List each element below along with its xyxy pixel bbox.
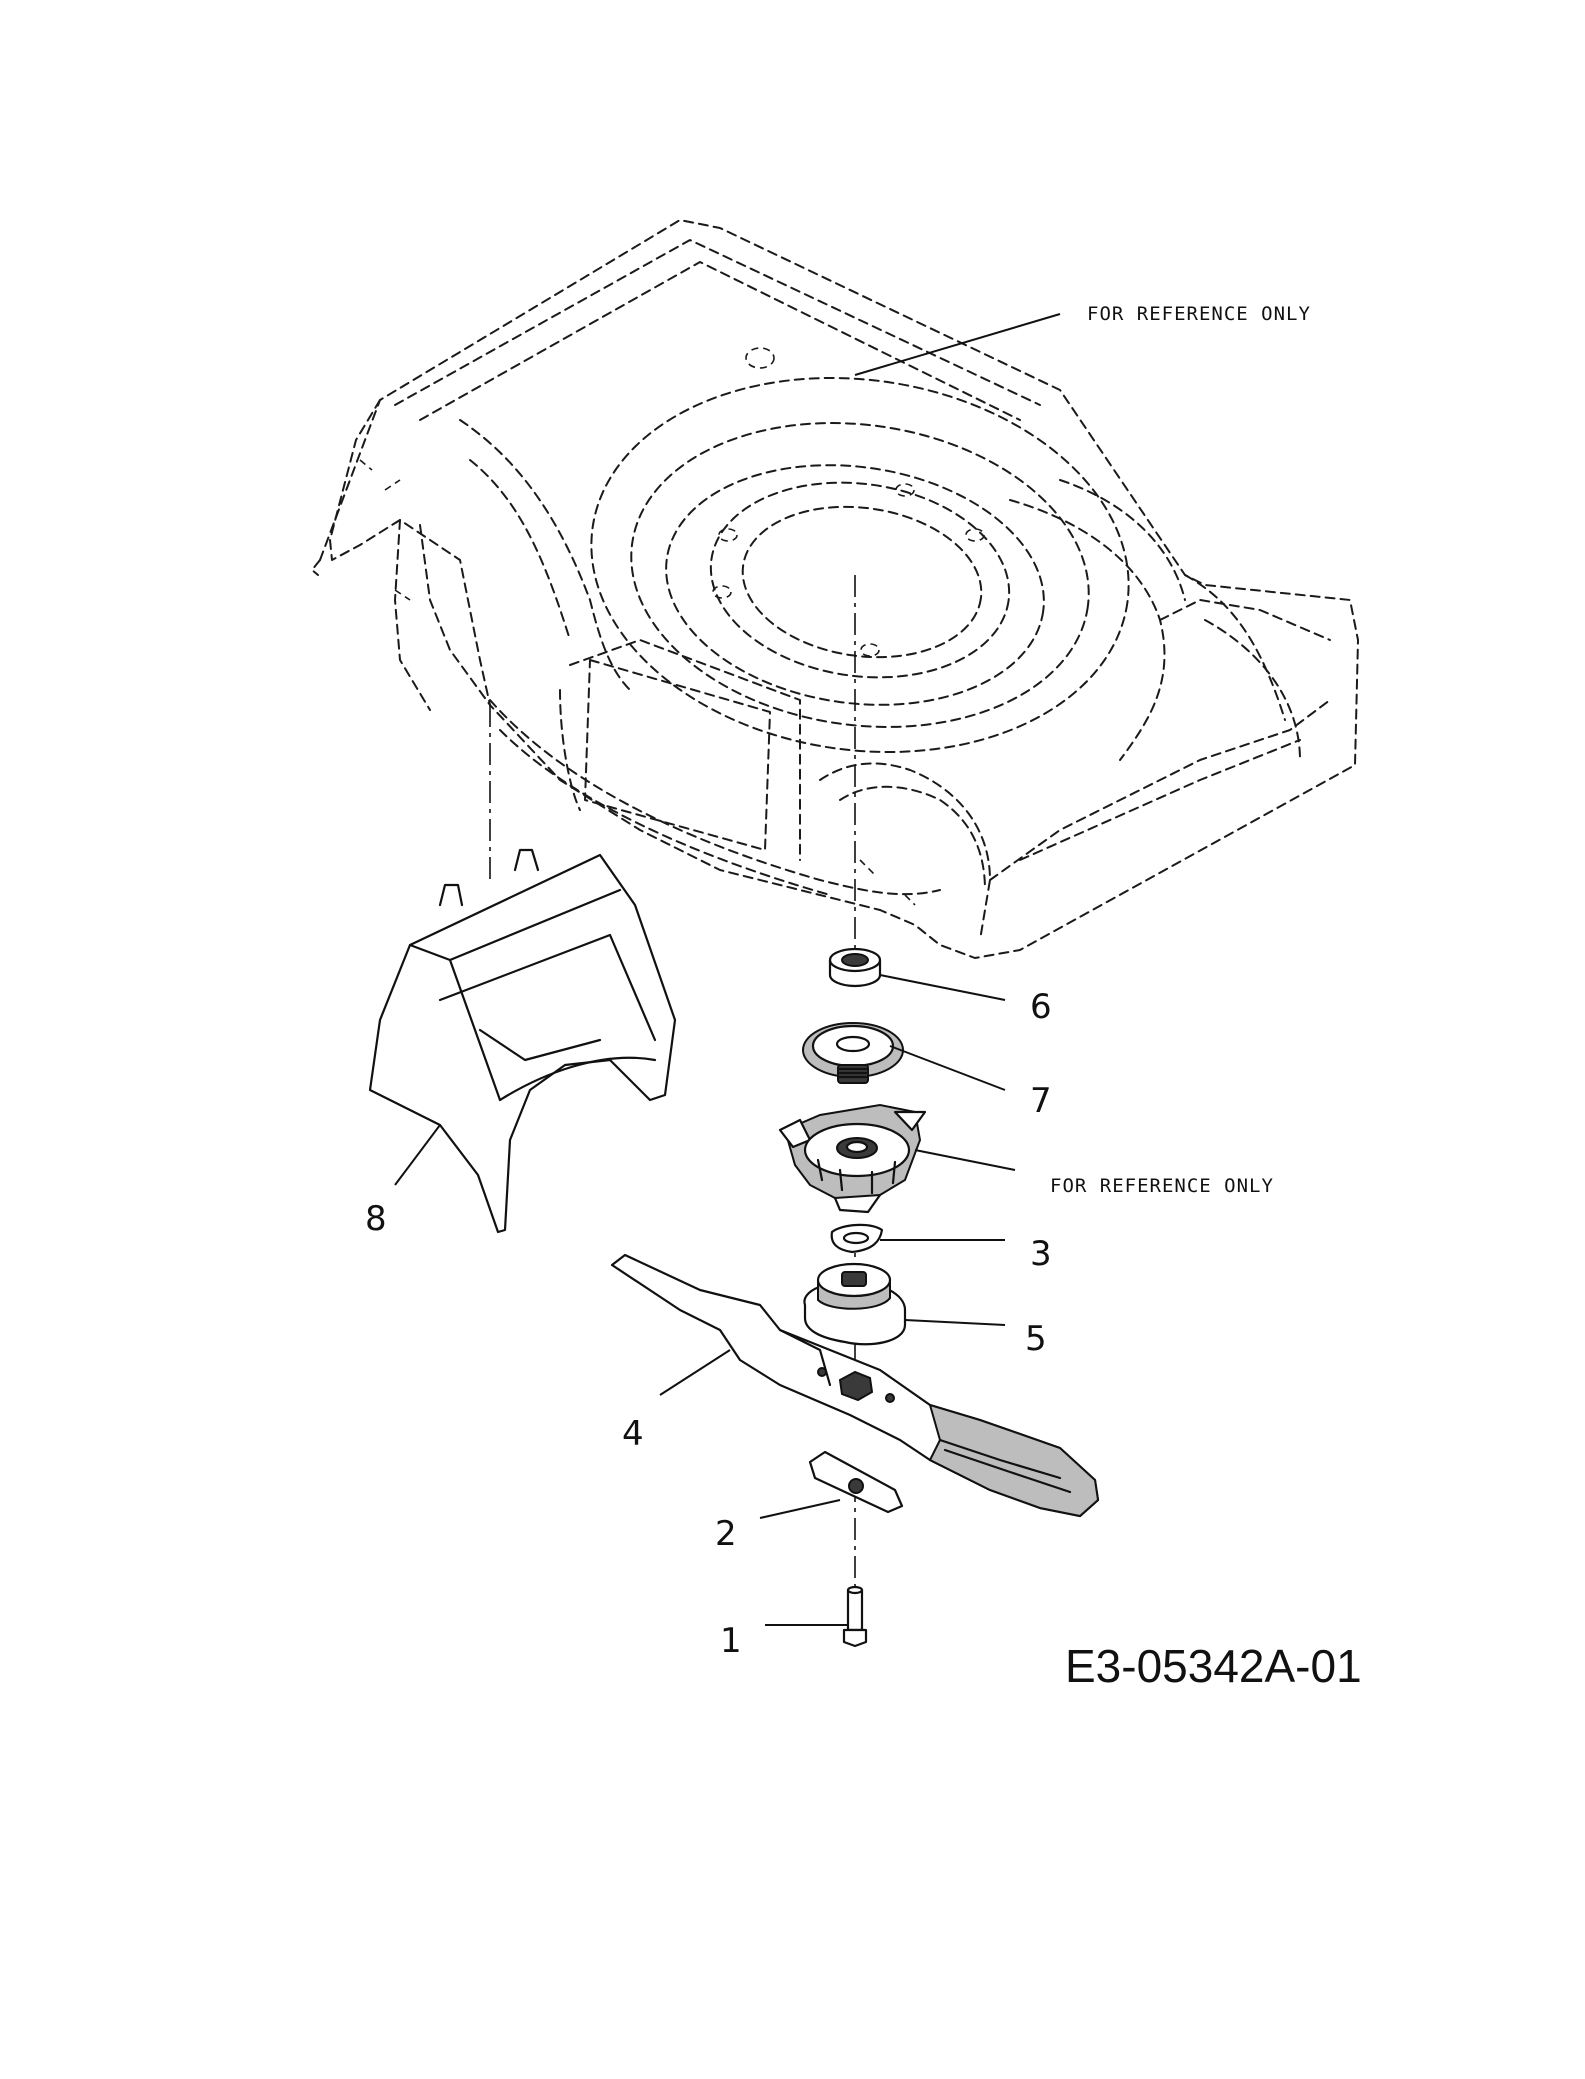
part-8-deflector bbox=[368, 848, 677, 1234]
adapter-reference-note: FOR REFERENCE ONLY bbox=[1050, 1175, 1274, 1197]
part-4-blade bbox=[610, 1253, 1100, 1518]
part-6-bushing bbox=[828, 947, 882, 988]
deck-reference-note: FOR REFERENCE ONLY bbox=[1087, 303, 1311, 325]
callout-5: 5 bbox=[1025, 1319, 1047, 1359]
callout-7: 7 bbox=[1030, 1081, 1052, 1121]
drawing-number: E3-05342A-01 bbox=[1065, 1640, 1362, 1692]
part-7-spacer bbox=[802, 1022, 904, 1084]
callout-2: 2 bbox=[715, 1514, 737, 1554]
blade-adapter-reference bbox=[778, 1103, 927, 1214]
mower-deck-reference bbox=[311, 219, 1359, 959]
callout-4: 4 bbox=[622, 1414, 644, 1454]
leader-lines bbox=[394, 313, 1061, 1626]
callout-1: 1 bbox=[720, 1621, 742, 1661]
part-2-plate bbox=[808, 1450, 904, 1514]
callout-3: 3 bbox=[1030, 1234, 1052, 1274]
part-5-blade-support bbox=[803, 1262, 907, 1346]
part-1-bolt bbox=[842, 1585, 868, 1648]
callout-6: 6 bbox=[1030, 987, 1052, 1027]
part-3-washer bbox=[830, 1223, 884, 1254]
callout-8: 8 bbox=[365, 1199, 387, 1239]
